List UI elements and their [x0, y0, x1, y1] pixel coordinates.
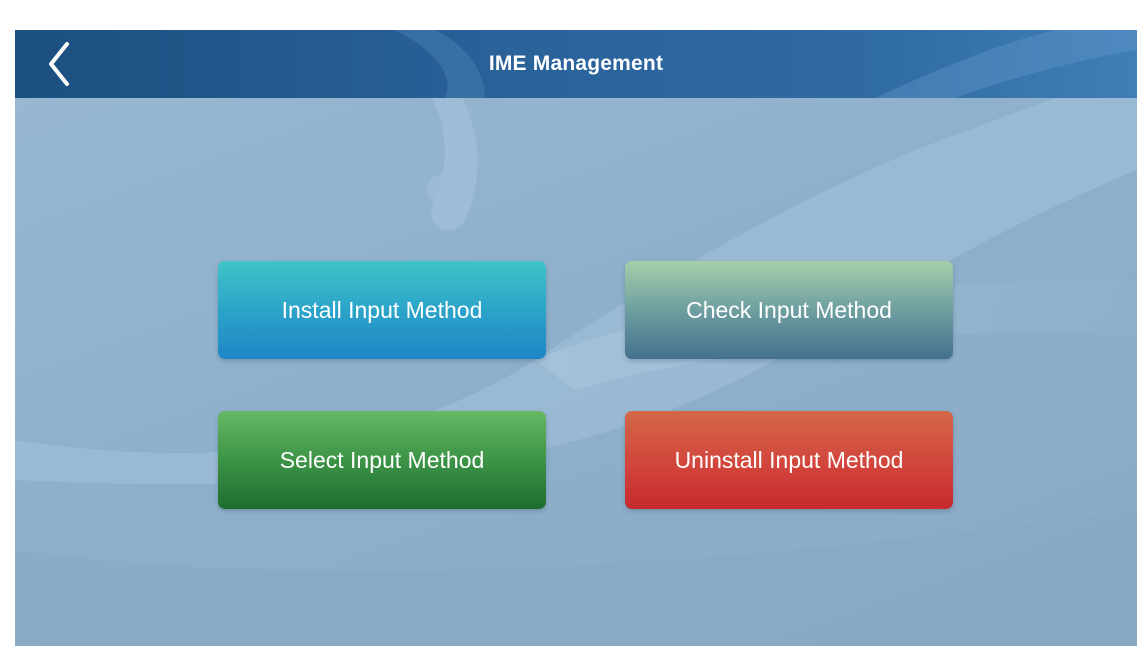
top-bar-wave-art [395, 30, 1137, 98]
back-button[interactable] [37, 40, 85, 88]
check-input-method-button[interactable]: Check Input Method [625, 261, 953, 359]
uninstall-input-method-button[interactable]: Uninstall Input Method [625, 411, 953, 509]
background-wave-art [15, 30, 1137, 646]
check-input-method-label: Check Input Method [686, 296, 892, 323]
page-title: IME Management [488, 52, 664, 75]
uninstall-input-method-label: Uninstall Input Method [674, 446, 904, 473]
select-input-method-button[interactable]: Select Input Method [218, 411, 546, 509]
top-bar: IME Management [15, 30, 1137, 98]
select-input-method-label: Select Input Method [279, 446, 485, 473]
install-input-method-label: Install Input Method [281, 296, 483, 323]
install-input-method-button[interactable]: Install Input Method [218, 261, 546, 359]
app-screen: IME Management Install Input Method Chec… [15, 30, 1137, 646]
chevron-left-icon [49, 42, 69, 86]
